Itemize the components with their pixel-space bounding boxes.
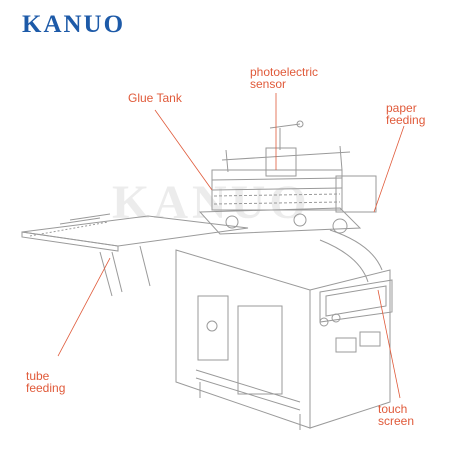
paper-feeding-hopper [221,120,377,213]
callout-glue-tank-line-1: Glue Tank [128,91,182,105]
callout-tube-feeding-line-1: tube [26,369,50,383]
brand-logo: KANUO [22,11,126,38]
watermark: KANUO [112,176,311,229]
callout-photoelectric-sensor-line-2: sensor [250,77,287,91]
callout-touch-screen: touch screen [378,403,414,427]
machine-body [175,249,391,430]
callout-glue-tank: Glue Tank [128,92,182,104]
callout-photoelectric-sensor: photoelectric sensor [250,66,318,90]
callout-photoelectric-sensor-line-1: photoelectric [250,65,319,79]
touch-screen-panel [319,279,393,353]
callout-touch-screen-line-1: touch [378,402,408,416]
callout-paper-feeding-line-2: feeding [386,113,426,127]
callout-tube-feeding-line-2: feeding [26,381,66,395]
callout-tube-feeding: tube feeding [26,370,65,394]
callout-lines [57,93,405,399]
callout-paper-feeding-line-1: paper [386,101,417,115]
callout-touch-screen-line-2: screen [378,414,415,428]
callout-paper-feeding: paper feeding [386,102,425,126]
tube-feeding-platform [21,213,249,297]
